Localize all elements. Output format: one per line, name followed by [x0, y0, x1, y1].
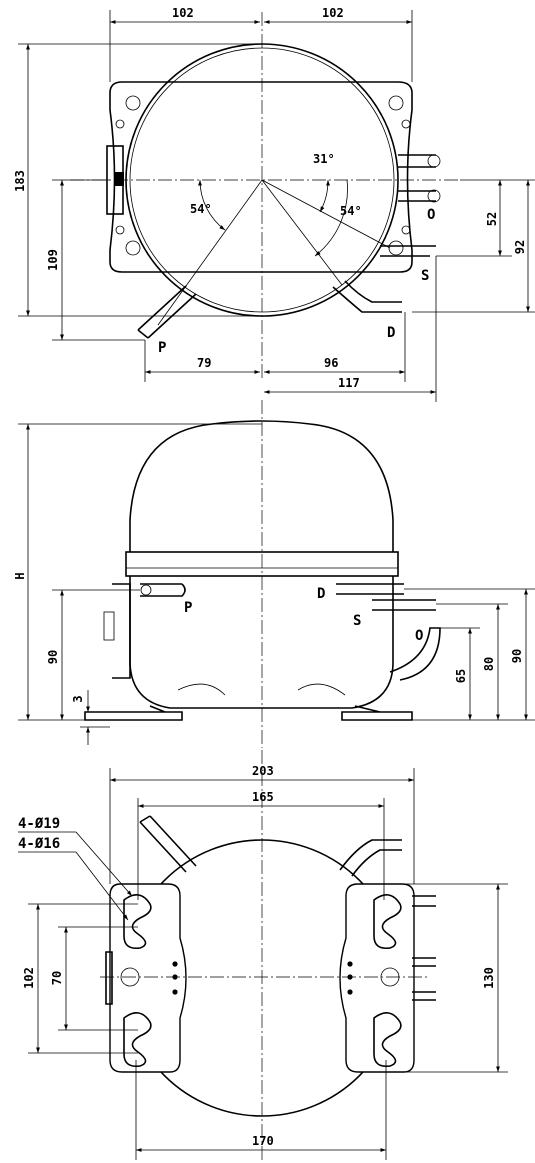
top-angle-31: 31°: [313, 152, 335, 166]
top-dim-96: 96: [324, 356, 338, 370]
bottom-view-right-bracket: [339, 883, 415, 1073]
side-view-oil-tube: [389, 627, 441, 681]
bottom-dim-203: 203: [252, 764, 274, 778]
side-label-s: S: [353, 613, 361, 629]
top-view: 31° 54° 54° 102 102 183 109 79 96 117: [13, 6, 535, 402]
top-dim-92: 92: [513, 240, 527, 254]
bottom-dim-170: 170: [252, 1134, 274, 1148]
side-label-o: O: [415, 628, 423, 644]
top-dim-109: 109: [46, 249, 60, 271]
top-view-discharge-pipe: [332, 280, 402, 313]
bottom-dim-102: 102: [22, 967, 36, 989]
top-dim-102-right: 102: [322, 6, 344, 20]
side-dim-3: 3: [71, 695, 85, 702]
bottom-view: 203 165 170 102 70 130 4-Ø19 4-Ø16: [18, 750, 508, 1160]
top-label-d: D: [387, 325, 395, 341]
top-view-mounting-plate: [109, 81, 413, 273]
top-view-right-pipes: [380, 154, 441, 257]
side-dim-80: 80: [482, 657, 496, 671]
side-view-discharge-tube: [336, 583, 404, 595]
top-label-s: S: [421, 268, 429, 284]
top-dim-117: 117: [338, 376, 360, 390]
side-view-lower-body: [129, 576, 394, 709]
bottom-dim-130: 130: [482, 967, 496, 989]
bottom-callout-4-19: 4-Ø19: [18, 816, 60, 832]
side-view-process-tube: [140, 583, 186, 597]
side-view: H 90 3 65 80 90 P D S O: [13, 400, 535, 748]
top-dim-79: 79: [197, 356, 211, 370]
side-dim-90-left: 90: [46, 650, 60, 664]
top-angle-54-right: 54°: [340, 204, 362, 218]
top-label-o: O: [427, 207, 435, 223]
bottom-callout-4-16: 4-Ø16: [18, 836, 60, 852]
top-dim-102-left: 102: [172, 6, 194, 20]
bottom-view-process-tube: [139, 815, 197, 873]
side-view-suction-tube: [372, 599, 436, 611]
bottom-view-discharge-tube: [339, 839, 402, 877]
side-view-terminal-box: [112, 583, 131, 679]
bottom-dim-165: 165: [252, 790, 274, 804]
top-dim-52: 52: [485, 212, 499, 226]
bottom-dim-70: 70: [50, 971, 64, 985]
top-view-mounting-holes: [115, 95, 411, 256]
top-dim-183: 183: [13, 170, 27, 192]
side-label-p: P: [184, 600, 192, 616]
side-dim-h: H: [13, 572, 27, 579]
top-angle-54-left: 54°: [190, 202, 212, 216]
side-label-d: D: [317, 586, 325, 602]
top-label-p: P: [158, 340, 166, 356]
side-dim-90-right: 90: [510, 649, 524, 663]
side-view-left-foot: [84, 705, 183, 721]
side-dim-65: 65: [454, 669, 468, 683]
side-view-dome: [129, 420, 394, 552]
